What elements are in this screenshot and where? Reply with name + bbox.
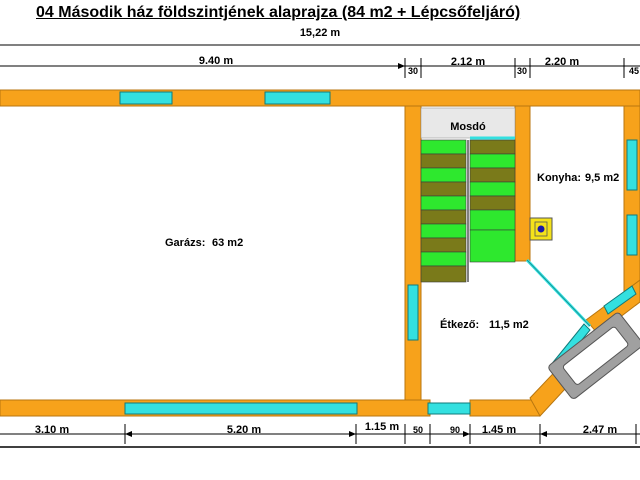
total-width: 15,22 m (300, 27, 341, 39)
dim-bottom-3: 1.15 m (365, 421, 399, 433)
dining-name: Étkező: (440, 318, 479, 331)
dim-bottom-6: 1.45 m (482, 424, 516, 436)
dim-bottom-5: 90 (450, 425, 460, 435)
dim-bottom-7: 2.47 m (583, 424, 617, 436)
dim-bottom-1: 3.10 m (35, 424, 69, 436)
window-door (427, 402, 471, 415)
garage-name: Garázs: (165, 237, 205, 249)
window-right-1 (626, 139, 638, 191)
dim-wall-a: 30 (408, 66, 418, 76)
plan-title: 04 Második ház földszintjének alaprajza … (36, 4, 521, 21)
window-top-2 (264, 91, 331, 105)
window-left (407, 284, 419, 341)
washroom-name: Mosdó (450, 121, 486, 133)
dim-stair: 2.12 m (451, 56, 485, 68)
dim-wall-c: 45 (629, 66, 639, 76)
dining-furniture (548, 312, 640, 399)
window-right-2 (626, 214, 638, 256)
staircase (420, 139, 516, 283)
washroom-area (420, 107, 516, 139)
dimension-arrows (125, 63, 547, 437)
garage-area: 63 m2 (212, 237, 243, 249)
window-top-1 (119, 91, 173, 105)
stove-mark (537, 225, 545, 233)
dim-kitchen: 2.20 m (545, 56, 579, 68)
dim-bottom-4: 50 (413, 425, 423, 435)
walls (0, 89, 640, 417)
kitchen-name: Konyha: (537, 172, 581, 184)
window-bottom (124, 402, 358, 415)
window-diag-2 (603, 285, 637, 315)
dim-wall-b: 30 (517, 66, 527, 76)
dim-garage: 9.40 m (199, 55, 233, 67)
dim-bottom-2: 5.20 m (227, 424, 261, 436)
dining-area: 11,5 m2 (489, 319, 529, 331)
kitchen-area: 9,5 m2 (585, 172, 619, 184)
